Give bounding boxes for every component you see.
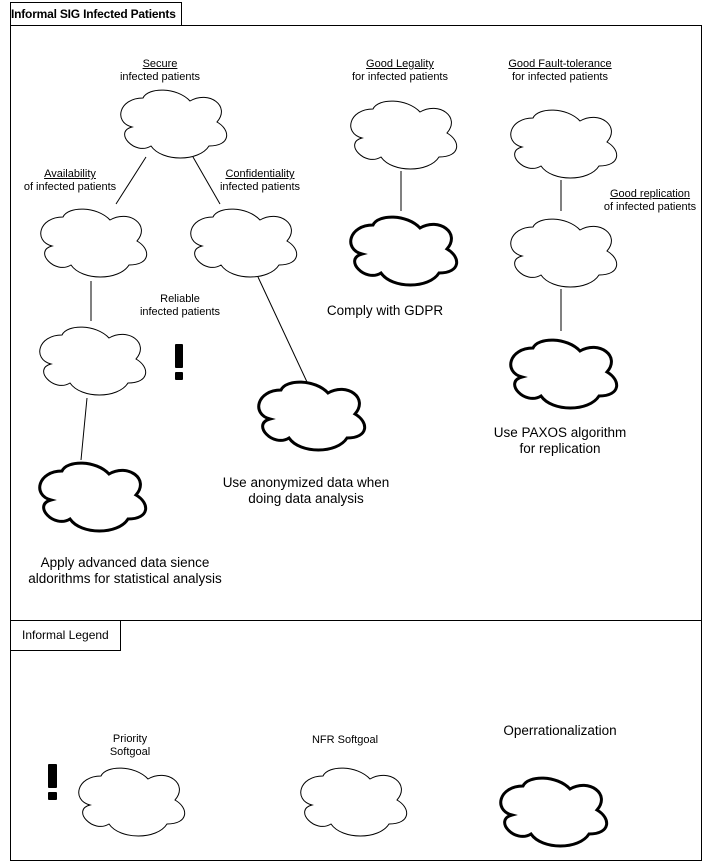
link-secure-availability xyxy=(115,156,147,205)
softgoal-replication-label: Good replication of infected patients xyxy=(598,188,702,214)
operationalization-gdpr-label: Comply with GDPR xyxy=(300,303,470,319)
cloud-icon xyxy=(510,109,618,179)
operationalization-anonymized-label: Use anonymized data when doing data anal… xyxy=(200,475,412,507)
anonymized-line1: Use anonymized data when xyxy=(222,475,390,490)
softgoal-availability-label: Availability of infected patients xyxy=(10,168,130,194)
legend-priority-line2: Softgoal xyxy=(109,746,151,758)
cloud-icon xyxy=(300,767,408,837)
softgoal-secure-label: Secure infected patients xyxy=(100,58,220,84)
data-science-line1: Apply advanced data sience xyxy=(40,555,210,570)
cloud-icon xyxy=(38,461,148,533)
cloud-icon xyxy=(120,89,228,159)
softgoal-fault-tolerance-label: Good Fault-tolerance for infected patien… xyxy=(495,58,625,84)
cloud-icon xyxy=(40,208,148,278)
secure-attribute: Secure xyxy=(142,58,178,70)
availability-topic: of infected patients xyxy=(23,181,117,193)
gdpr-line1: Comply with GDPR xyxy=(326,303,444,318)
fault-tolerance-topic: for infected patients xyxy=(511,71,608,83)
cloud-icon xyxy=(499,776,609,848)
replication-topic: of infected patients xyxy=(603,201,697,213)
cloud-icon xyxy=(190,208,298,278)
legend-priority-line1: Priority xyxy=(112,733,148,745)
legend-operationalization-label: Operrationalization xyxy=(485,723,635,739)
paxos-line2: for replication xyxy=(519,441,601,456)
reliable-line2: infected patients xyxy=(139,306,221,318)
cloud-icon xyxy=(78,767,186,837)
priority-exclamation-icon xyxy=(175,344,183,380)
replication-attribute: Good replication xyxy=(609,188,691,200)
secure-topic: infected patients xyxy=(119,71,201,83)
cloud-icon xyxy=(349,215,459,287)
confidentiality-topic: infected patients xyxy=(219,181,301,193)
sig-panel-title: Informal SIG Infected Patients xyxy=(10,2,182,26)
operationalization-paxos-label: Use PAXOS algorithm for replication xyxy=(470,425,650,457)
cloud-icon xyxy=(350,100,458,170)
paxos-line1: Use PAXOS algorithm xyxy=(493,425,627,440)
softgoal-legality-label: Good Legality for infected patients xyxy=(340,58,460,84)
contribution-links xyxy=(80,156,562,461)
anonymized-line2: doing data analysis xyxy=(248,491,364,506)
link-confidentiality-anonymized xyxy=(257,276,308,383)
legality-topic: for infected patients xyxy=(351,71,448,83)
legend-nfr-label: NFR Softgoal xyxy=(290,734,400,747)
cloud-icon xyxy=(509,338,619,410)
confidentiality-attribute: Confidentiality xyxy=(225,168,295,180)
fault-tolerance-attribute: Good Fault-tolerance xyxy=(508,58,612,70)
legend-nfr-text: NFR Softgoal xyxy=(311,734,379,746)
legend-panel-title: Informal Legend xyxy=(10,620,121,651)
cloud-icon xyxy=(257,380,367,452)
data-science-line2: aldorithms for statistical analysis xyxy=(28,571,222,586)
legend-operationalization-text: Operrationalization xyxy=(503,723,617,738)
softgoal-reliable-label: Reliable infected patients xyxy=(120,293,240,319)
legend-priority-label: Priority Softgoal xyxy=(80,733,180,759)
legality-attribute: Good Legality xyxy=(366,58,434,70)
priority-exclamation-icon xyxy=(48,764,57,800)
cloud-icon xyxy=(39,326,147,396)
operationalization-data-science-label: Apply advanced data sience aldorithms fo… xyxy=(15,555,235,587)
link-secure-confidentiality xyxy=(192,156,221,205)
cloud-icon xyxy=(510,218,618,288)
link-reliable-datascience xyxy=(80,397,88,461)
reliable-line1: Reliable xyxy=(160,293,200,305)
availability-attribute: Availability xyxy=(44,168,96,180)
softgoal-confidentiality-label: Confidentiality infected patients xyxy=(200,168,320,194)
